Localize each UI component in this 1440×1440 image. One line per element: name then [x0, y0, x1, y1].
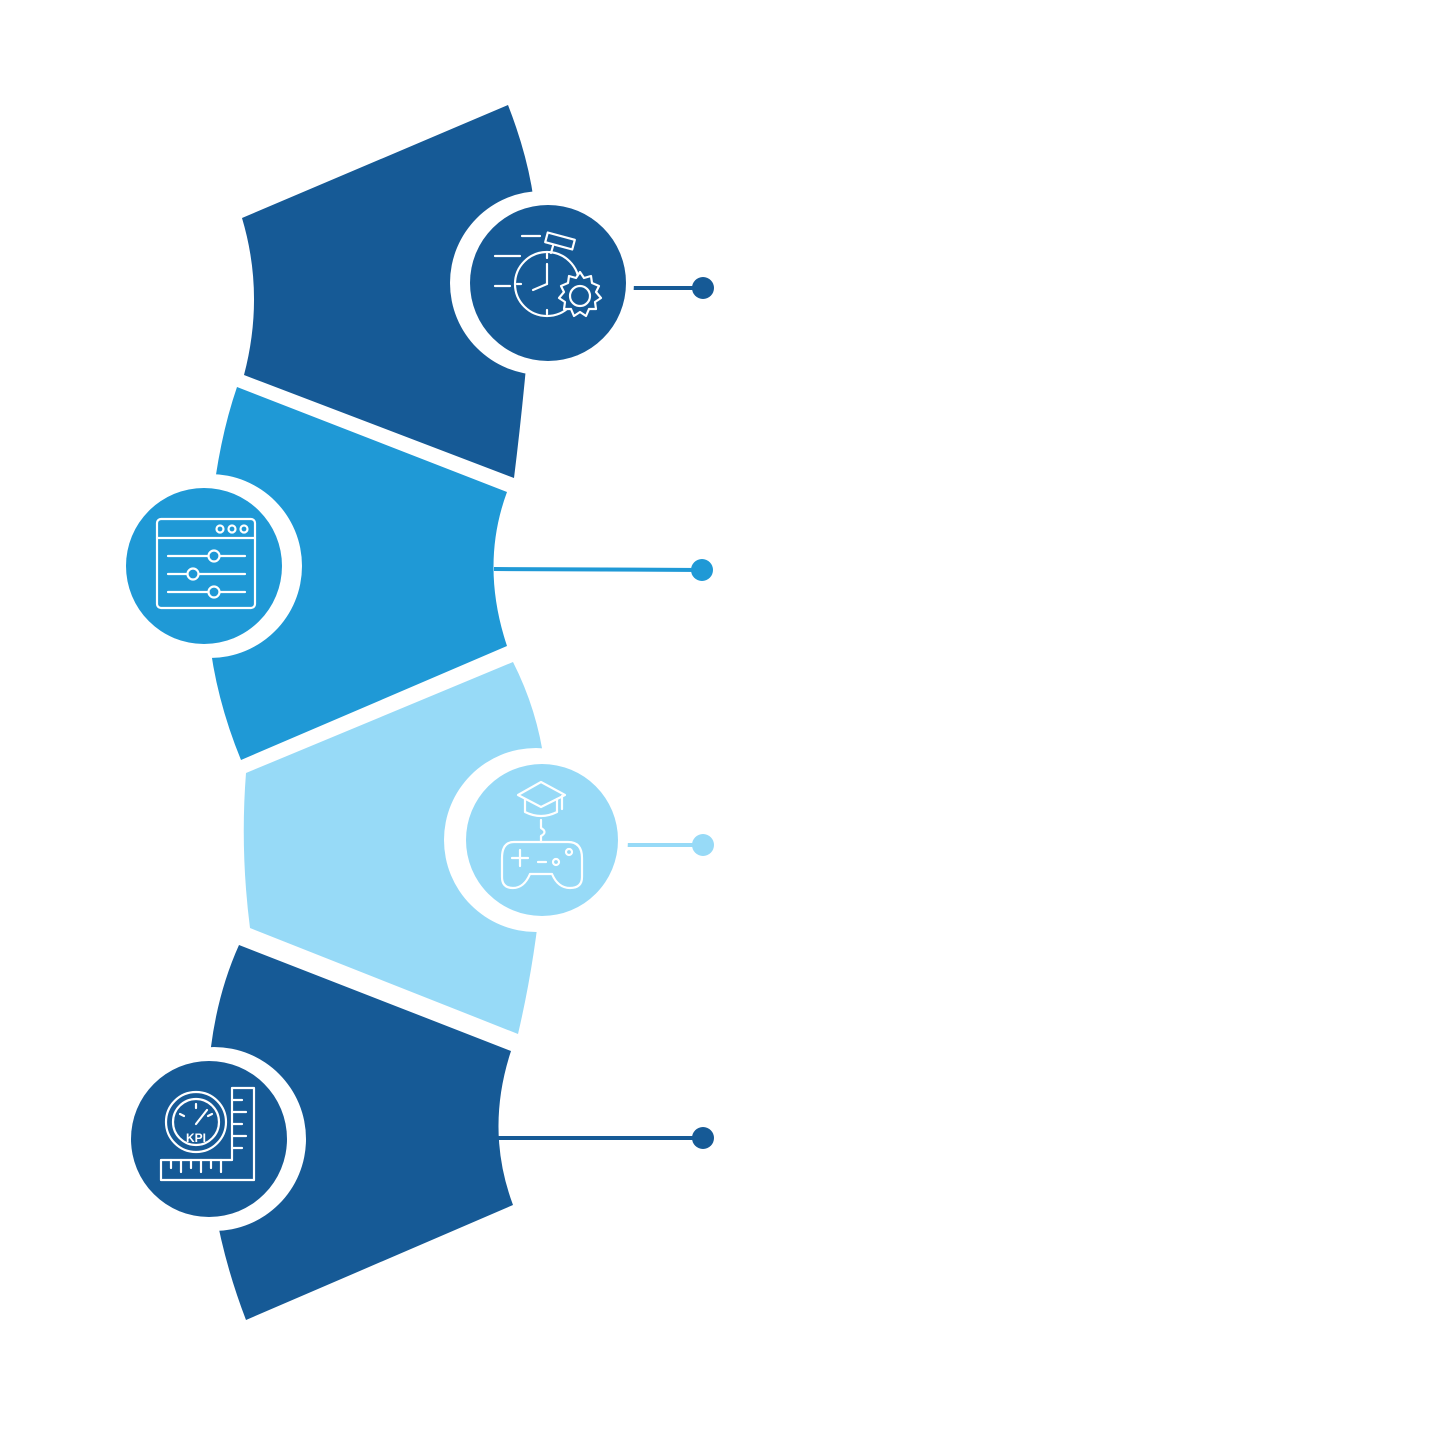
- settings-sliders-window-icon: [155, 517, 257, 610]
- step-2-endpoint-dot: [691, 559, 713, 581]
- graduation-cap-gamepad-icon: [500, 780, 584, 890]
- step-4-band: [206, 945, 513, 1320]
- step-3-connector: [618, 834, 714, 856]
- kpi-label: KPI: [186, 1131, 206, 1145]
- step-3-endpoint-dot: [692, 834, 714, 856]
- step-4-icon-badge: KPI: [122, 1047, 306, 1231]
- stopwatch-gear-icon: [493, 231, 603, 318]
- step-1-endpoint-dot: [692, 277, 714, 299]
- step-1-icon-badge: [450, 191, 634, 375]
- step-2-band: [206, 387, 507, 760]
- step-1-band: [242, 105, 537, 478]
- step-4-connector: [498, 1127, 714, 1149]
- step-4-endpoint-dot: [692, 1127, 714, 1149]
- step-3-icon-badge: [444, 748, 628, 932]
- step-1-connector: [620, 277, 714, 299]
- step-2-icon-badge: [118, 474, 302, 658]
- step-2-connector: [493, 559, 713, 581]
- step-3-band: [243, 662, 547, 1034]
- kpi-gauge-ruler-icon: KPI: [159, 1086, 256, 1182]
